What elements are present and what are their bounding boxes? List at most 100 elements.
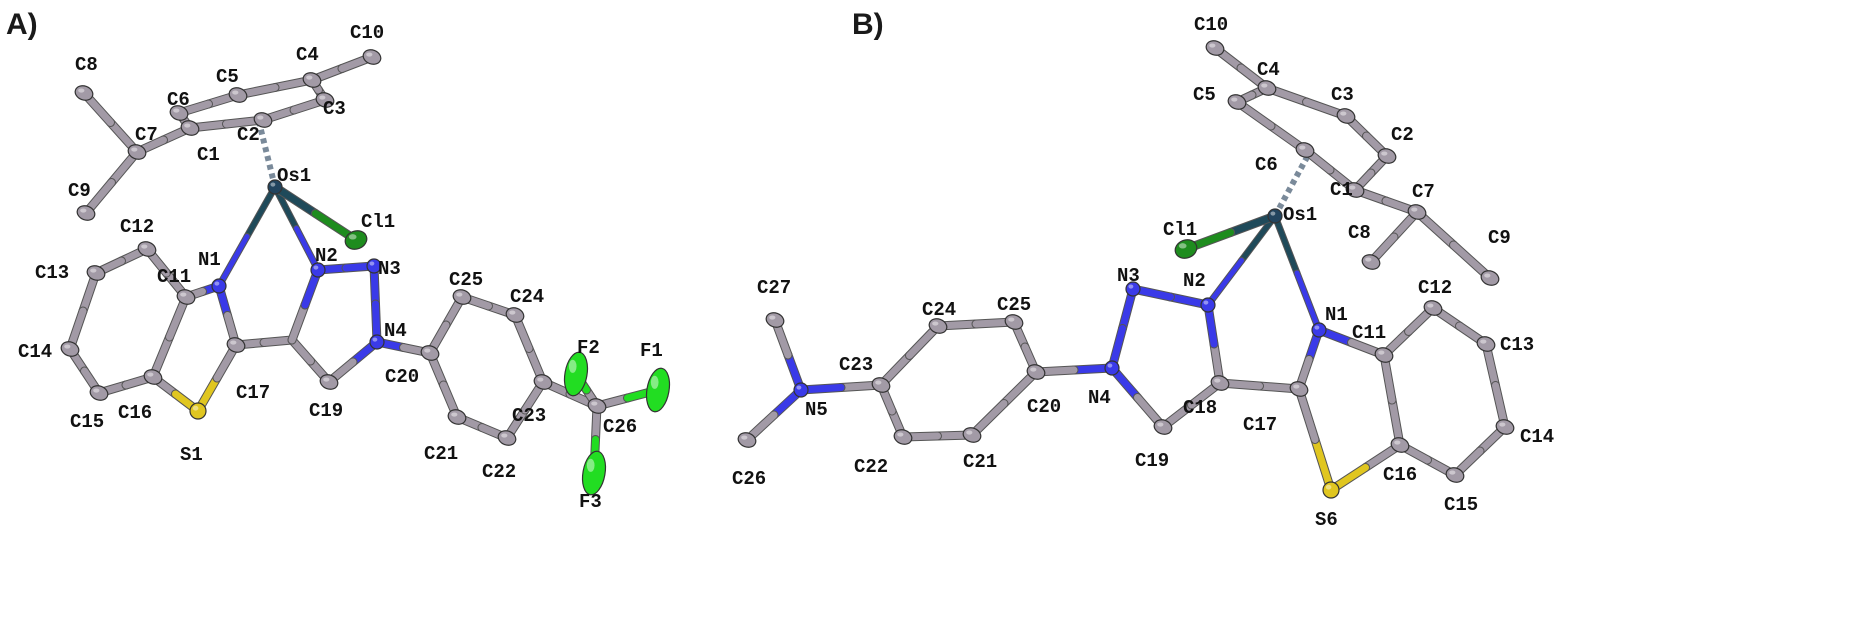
panel-b-atom-c17-highlight (1293, 384, 1300, 389)
panel-a-label-f3: F3 (579, 491, 602, 513)
panel-a-label-c10: C10 (350, 22, 384, 44)
panel-b-atom-c20 (1026, 364, 1046, 380)
panel-a-atom-c1-highlight (184, 123, 191, 128)
panel-a-atom-c25-highlight (456, 292, 463, 297)
panel-a-atom-c12-highlight (141, 244, 148, 249)
panel-a-bond-C18x-N2-a (288, 301, 309, 344)
panel-a-atom-os1-highlight (270, 182, 276, 187)
panel-a-label-c22: C22 (482, 461, 516, 483)
panel-b-atom-c1 (1345, 182, 1365, 198)
panel-a-atom-c17 (226, 337, 246, 353)
panel-a-atom-s1-highlight (192, 405, 199, 411)
panel-b-label-c23: C23 (839, 354, 873, 376)
panel-a-atom-c9-highlight (80, 208, 87, 213)
panel-a-label-c12: C12 (120, 216, 154, 238)
panel-a-atom-c15-highlight (93, 388, 100, 393)
panel-a-atom-f1 (645, 367, 671, 413)
panel-b-label-c26: C26 (732, 468, 766, 490)
panel-b-atom-c9 (1480, 270, 1500, 286)
panel-b-label-os1: Os1 (1283, 204, 1317, 226)
panel-b-atom-c4 (1257, 80, 1277, 96)
panel-a-label-c7: C7 (135, 124, 158, 146)
panel-b-atom-c10-highlight (1209, 43, 1216, 48)
panel-a-atom-f3-highlight (586, 458, 595, 472)
panel-a-atom-c2 (253, 112, 273, 128)
panel-a-atom-n3-highlight (369, 261, 375, 266)
panel-a-atom-c21 (447, 409, 467, 425)
panel-b-atom-c25-highlight (1008, 317, 1015, 322)
panel-a-label-n4: N4 (384, 320, 407, 342)
panel-a-atom-c23-highlight (537, 377, 544, 382)
panel-a-label-c14: C14 (18, 341, 52, 363)
panel-a-atom-c22-highlight (501, 433, 508, 438)
panel-a-label-c1: C1 (197, 144, 220, 166)
panel-a-atom-c22 (497, 430, 517, 446)
panel-b-label-c27: C27 (757, 277, 791, 299)
panel-b-atom-c7 (1407, 204, 1427, 220)
panel-b-atom-c8 (1361, 254, 1381, 270)
panel-b-atom-c23-highlight (875, 380, 882, 385)
panel-b-atom-c14-highlight (1499, 422, 1506, 427)
panel-b-label-c8: C8 (1348, 222, 1371, 244)
panel-b-atom-n3 (1125, 281, 1141, 297)
panel-b-bond-Os1-N1-a (1272, 213, 1300, 276)
panel-b-bond-Os1-N2-a (1239, 213, 1278, 263)
panel-b-atom-c22-highlight (897, 432, 904, 437)
panel-b-atom-c21 (962, 427, 982, 443)
panel-b-label-c11: C11 (1352, 322, 1386, 344)
panel-b-atom-c5-highlight (1231, 97, 1238, 102)
panel-b-label-c22: C22 (854, 456, 888, 478)
panel-a-atom-c13-highlight (90, 268, 97, 273)
panel-a-label-c3: C3 (323, 98, 346, 120)
panel-b-atom-c27 (765, 312, 785, 328)
panel-b-atom-c21-highlight (966, 430, 973, 435)
panel-a-label-c15: C15 (70, 411, 104, 433)
panel-b-atom-c6 (1295, 142, 1315, 158)
panel-b-atom-c22 (893, 429, 913, 445)
panel-a-atom-c20-highlight (424, 348, 431, 353)
panel-b-atom-s6 (1322, 481, 1340, 499)
panel-a-label-c17: C17 (236, 382, 270, 404)
panel-a-label-c19: C19 (309, 400, 343, 422)
panel-b-atom-n3-highlight (1128, 284, 1134, 289)
panel-b-atom-cl1 (1174, 239, 1198, 259)
panel-b-label: B) (852, 8, 884, 41)
panel-a-label-c25: C25 (449, 269, 483, 291)
panel-a-atom-c5 (228, 87, 248, 103)
panel-a-atom-c3-highlight (319, 95, 326, 100)
panel-a-atom-c7-highlight (131, 147, 138, 152)
panel-b-atom-n1-highlight (1314, 325, 1320, 330)
panel-a-bond-C19-C18x-b (288, 336, 314, 365)
panel-a-atom-c26 (587, 398, 607, 414)
panel-b-label-c7: C7 (1412, 181, 1435, 203)
panel-b-atom-c24-highlight (932, 321, 939, 326)
panel-b-atom-cl1-highlight (1178, 243, 1187, 249)
panel-b-atom-c18-highlight (1214, 378, 1221, 383)
panel-a-atom-c19 (319, 374, 339, 390)
panel-b-atom-c3 (1336, 108, 1356, 124)
panel-b-atom-n2-highlight (1203, 300, 1209, 305)
panel-a-label-f1: F1 (640, 340, 663, 362)
panel-a-bond-C17-C18x-b (260, 336, 296, 346)
panel-a-atom-n4 (369, 334, 385, 350)
panel-b-label-c1: C1 (1330, 179, 1353, 201)
panel-b-atom-s6-highlight (1325, 484, 1332, 490)
panel-b-label-c3: C3 (1331, 84, 1354, 106)
panel-a-atom-c16 (143, 369, 163, 385)
panel-a-label-s1: S1 (180, 444, 203, 466)
panel-b-atom-os1-highlight (1270, 211, 1276, 216)
panel-a-atom-c13 (86, 265, 106, 281)
panel-b-label-n2: N2 (1183, 270, 1206, 292)
panel-a-label-n3: N3 (378, 258, 401, 280)
panel-b-atom-c12 (1423, 300, 1443, 316)
panel-b-atom-n1 (1311, 322, 1327, 338)
panel-a-atom-c19-highlight (323, 377, 330, 382)
panel-a-atom-c20 (420, 345, 440, 361)
panel-b-label-n3: N3 (1117, 265, 1140, 287)
panel-a-atom-os1 (267, 179, 283, 195)
panel-b-bond-S6-C17-b (1295, 385, 1319, 443)
panel-b-label-c17: C17 (1243, 414, 1277, 436)
